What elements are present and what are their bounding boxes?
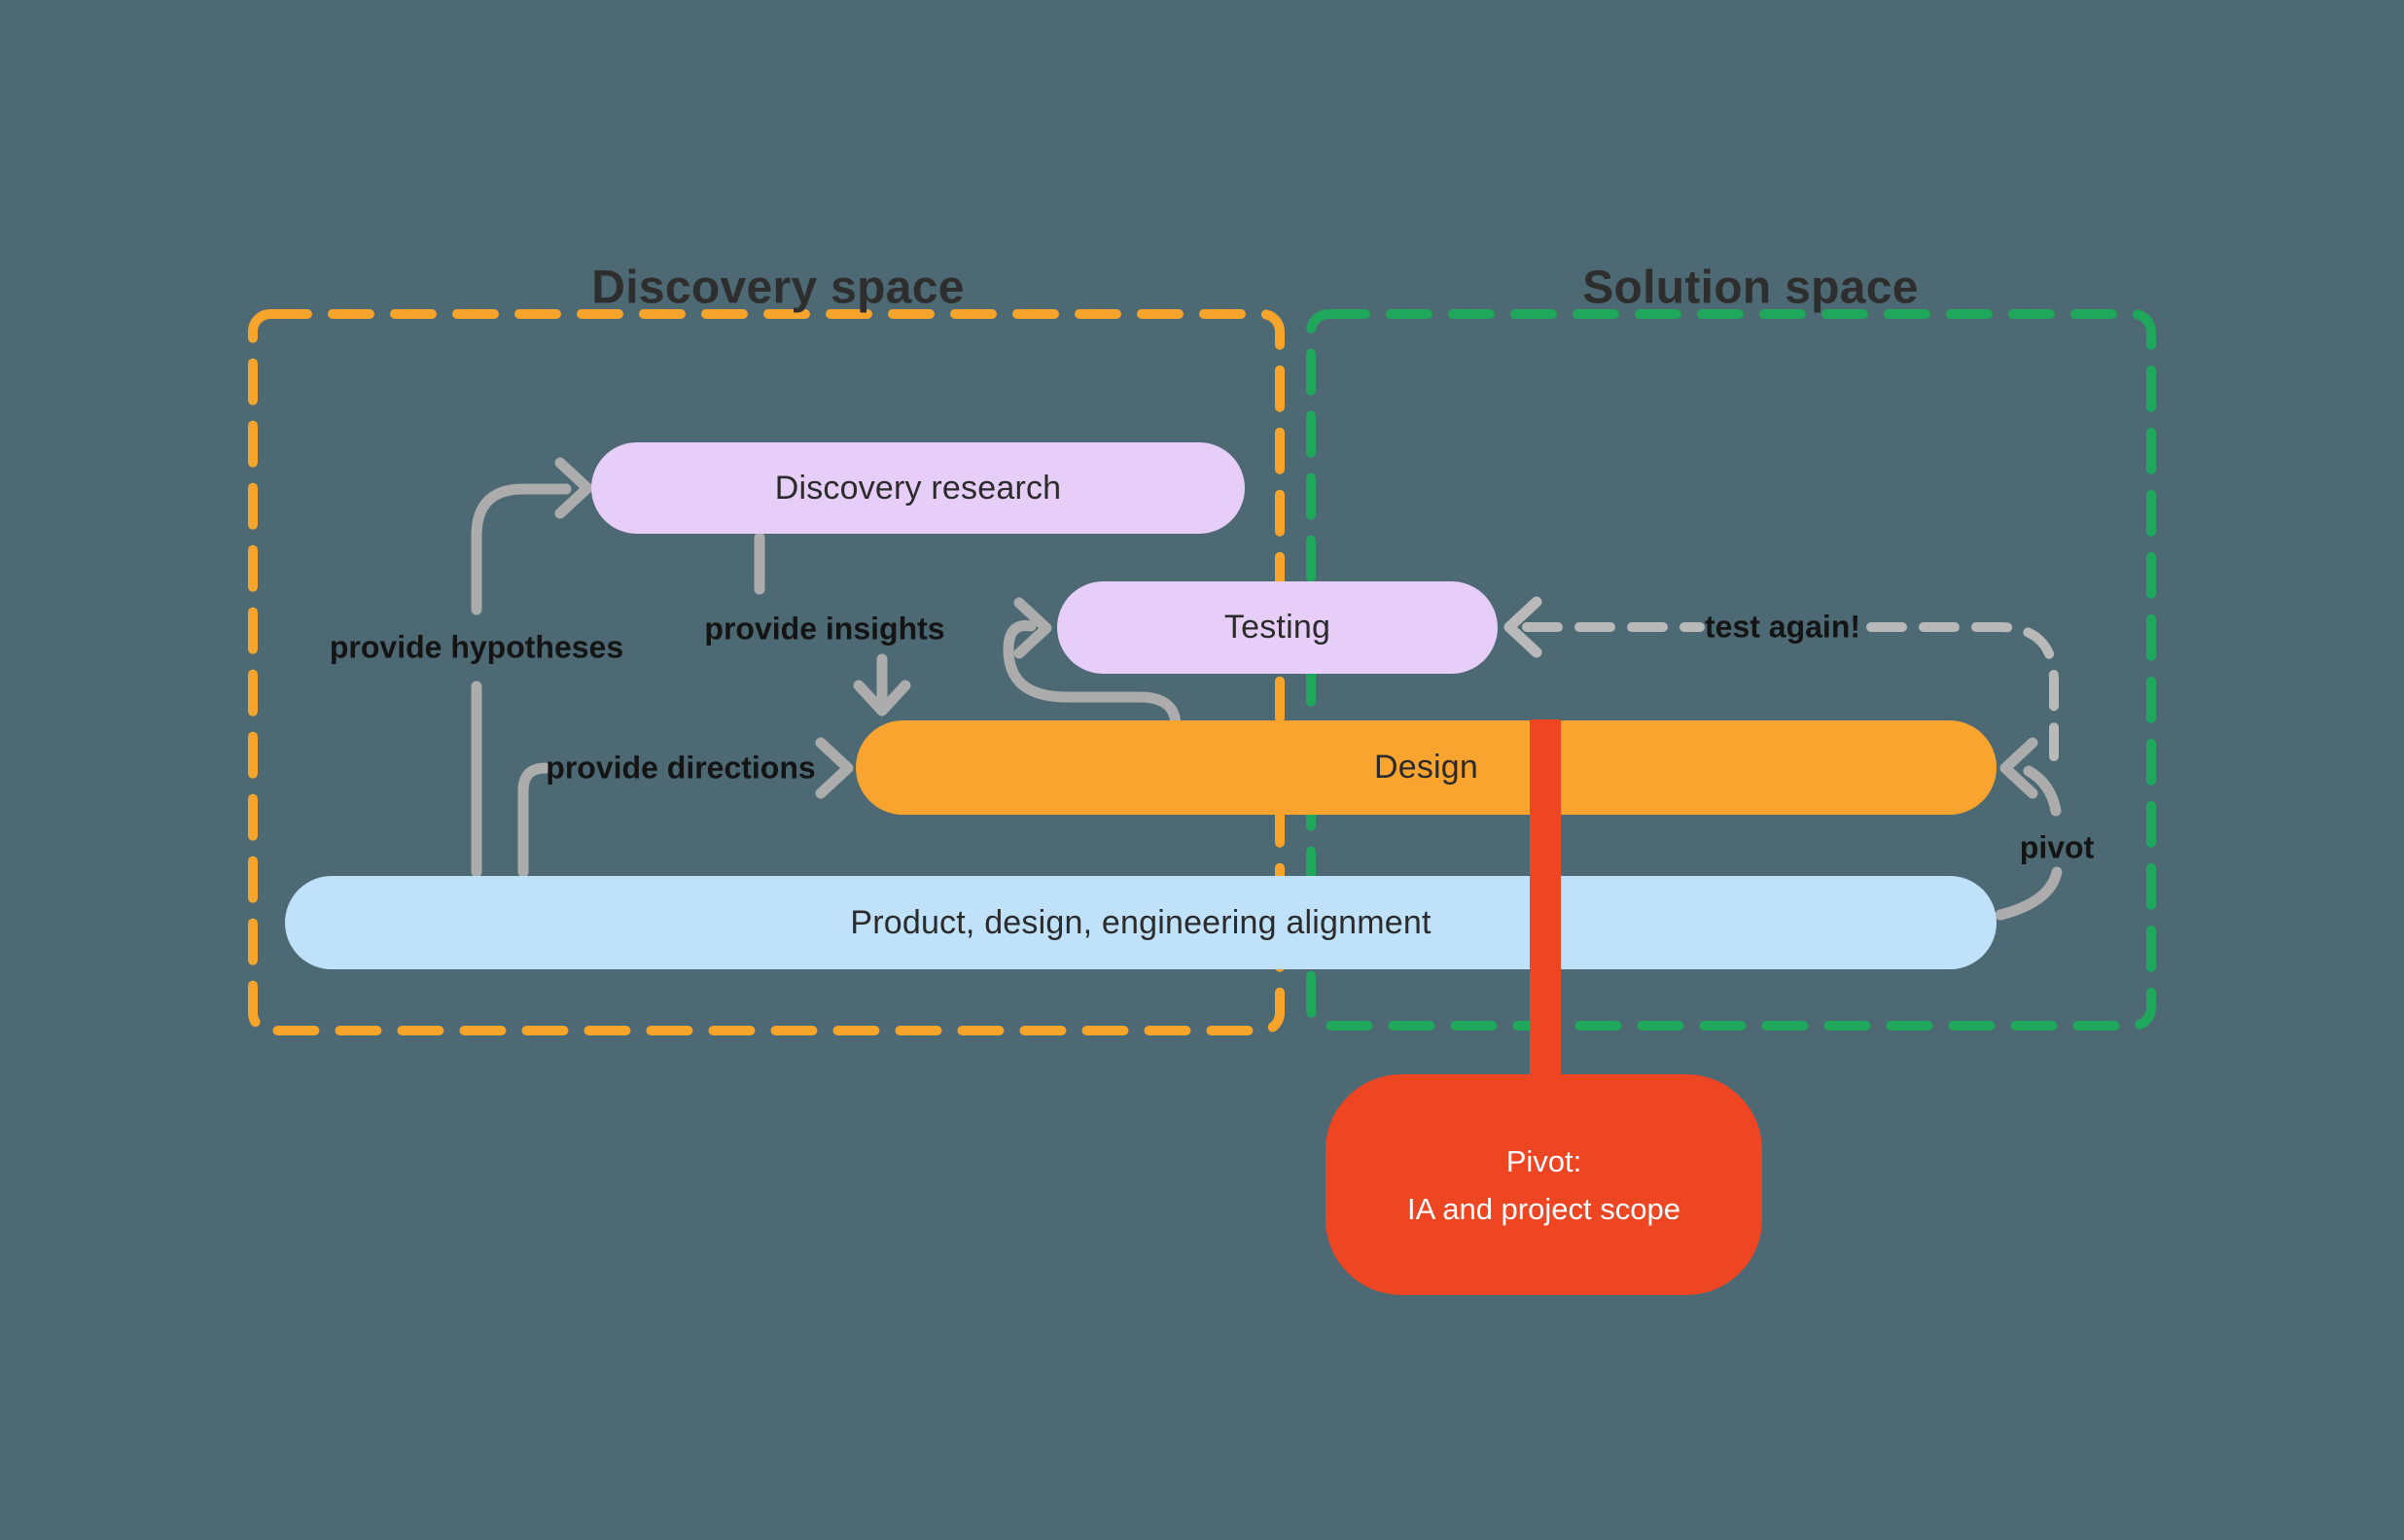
node-discovery-research-label: Discovery research bbox=[774, 469, 1062, 507]
pivot-label: pivot bbox=[2019, 829, 2095, 865]
node-alignment-label: Product, design, engineering alignment bbox=[850, 903, 1432, 941]
node-alignment: Product, design, engineering alignment bbox=[285, 876, 1997, 969]
loop-line bbox=[1003, 620, 1182, 732]
node-pivot-callout: Pivot: IA and project scope bbox=[1326, 1074, 1762, 1295]
test-again-arrow bbox=[1503, 596, 2059, 761]
discovery-space-border bbox=[248, 309, 1285, 1035]
provide-directions-line bbox=[517, 762, 551, 878]
test-again-label: test again! bbox=[1704, 609, 1861, 645]
node-testing-label: Testing bbox=[1223, 609, 1331, 646]
pivot-callout-line1: Pivot: bbox=[1505, 1143, 1582, 1178]
design-to-testing-loop-arrow bbox=[1003, 597, 1182, 732]
provide-hypotheses-line-upper bbox=[471, 483, 572, 615]
discovery-space-title: Discovery space bbox=[591, 262, 965, 314]
pivot-arrow bbox=[1995, 737, 2063, 921]
provide-directions-label: provide directions bbox=[546, 750, 816, 786]
provide-insights-label: provide insights bbox=[704, 611, 945, 647]
solution-space-title: Solution space bbox=[1582, 262, 1919, 314]
loop-arrowhead-icon bbox=[1013, 597, 1052, 659]
provide-hypotheses-arrow bbox=[471, 457, 593, 878]
provide-insights-arrow bbox=[754, 532, 911, 717]
provide-insights-arrowhead-icon bbox=[853, 680, 911, 717]
node-design: Design bbox=[856, 720, 1997, 815]
pivot-arrowhead-icon bbox=[1999, 737, 2038, 799]
node-design-label: Design bbox=[1373, 749, 1479, 786]
provide-directions-arrowhead-icon bbox=[815, 737, 854, 799]
provide-hypotheses-arrowhead-icon bbox=[554, 457, 593, 519]
provide-directions-arrow bbox=[517, 737, 854, 878]
pivot-line-lower bbox=[1995, 866, 2063, 921]
pivot-connector-stem bbox=[1530, 719, 1561, 1083]
pivot-callout-line2: IA and project scope bbox=[1407, 1191, 1680, 1226]
test-again-dashed-right bbox=[1866, 622, 2059, 761]
pivot-line-upper bbox=[2023, 765, 2062, 817]
test-again-arrowhead-icon bbox=[1503, 596, 1542, 658]
provide-hypotheses-label: provide hypotheses bbox=[329, 629, 624, 665]
node-testing: Testing bbox=[1057, 581, 1498, 674]
node-discovery-research: Discovery research bbox=[591, 442, 1245, 534]
